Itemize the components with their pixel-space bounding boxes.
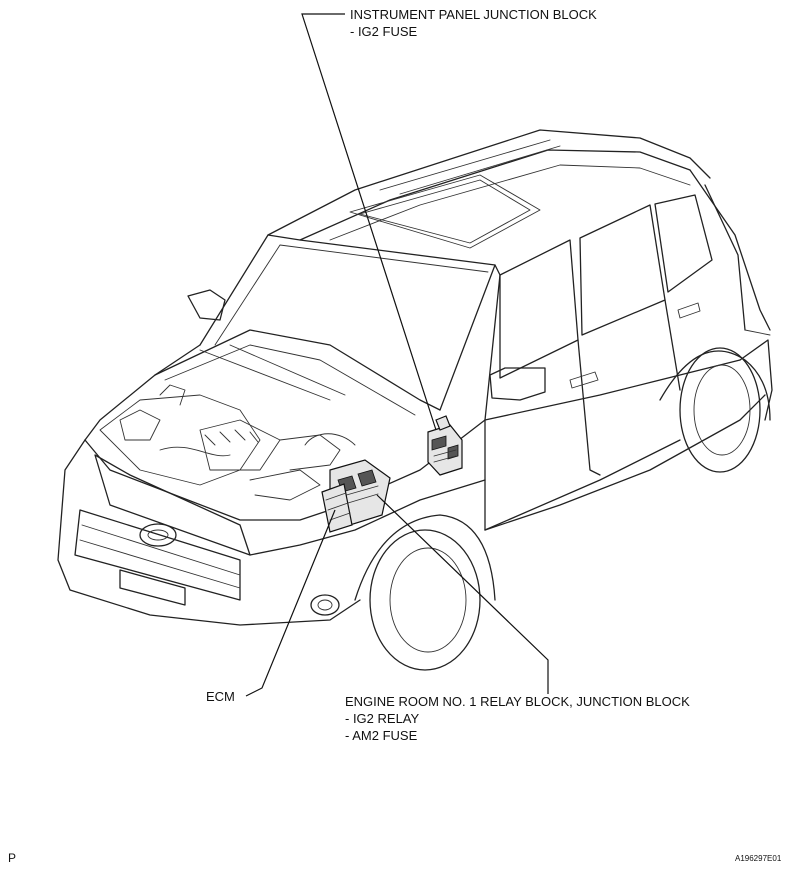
leader-engine-room-block	[376, 494, 549, 694]
leader-lines	[245, 13, 549, 697]
figure-id: A196297E01	[735, 854, 782, 863]
engine-room-relay-block-label: ENGINE ROOM NO. 1 RELAY BLOCK, JUNCTION …	[345, 694, 690, 709]
instrument-panel-junction-block	[427, 415, 463, 476]
leader-ecm	[245, 509, 336, 697]
vehicle-body	[57, 129, 773, 671]
ig2-relay-label: - IG2 RELAY	[345, 711, 420, 726]
am2-fuse-label: - AM2 FUSE	[345, 728, 418, 743]
leader-ip-junction-block	[301, 13, 437, 431]
page-mark: P	[8, 851, 17, 865]
ig2-fuse-label: - IG2 FUSE	[350, 24, 418, 39]
ecm-label: ECM	[206, 689, 235, 704]
ip-junction-block-label: INSTRUMENT PANEL JUNCTION BLOCK	[350, 7, 597, 22]
ecm-unit	[321, 483, 353, 533]
